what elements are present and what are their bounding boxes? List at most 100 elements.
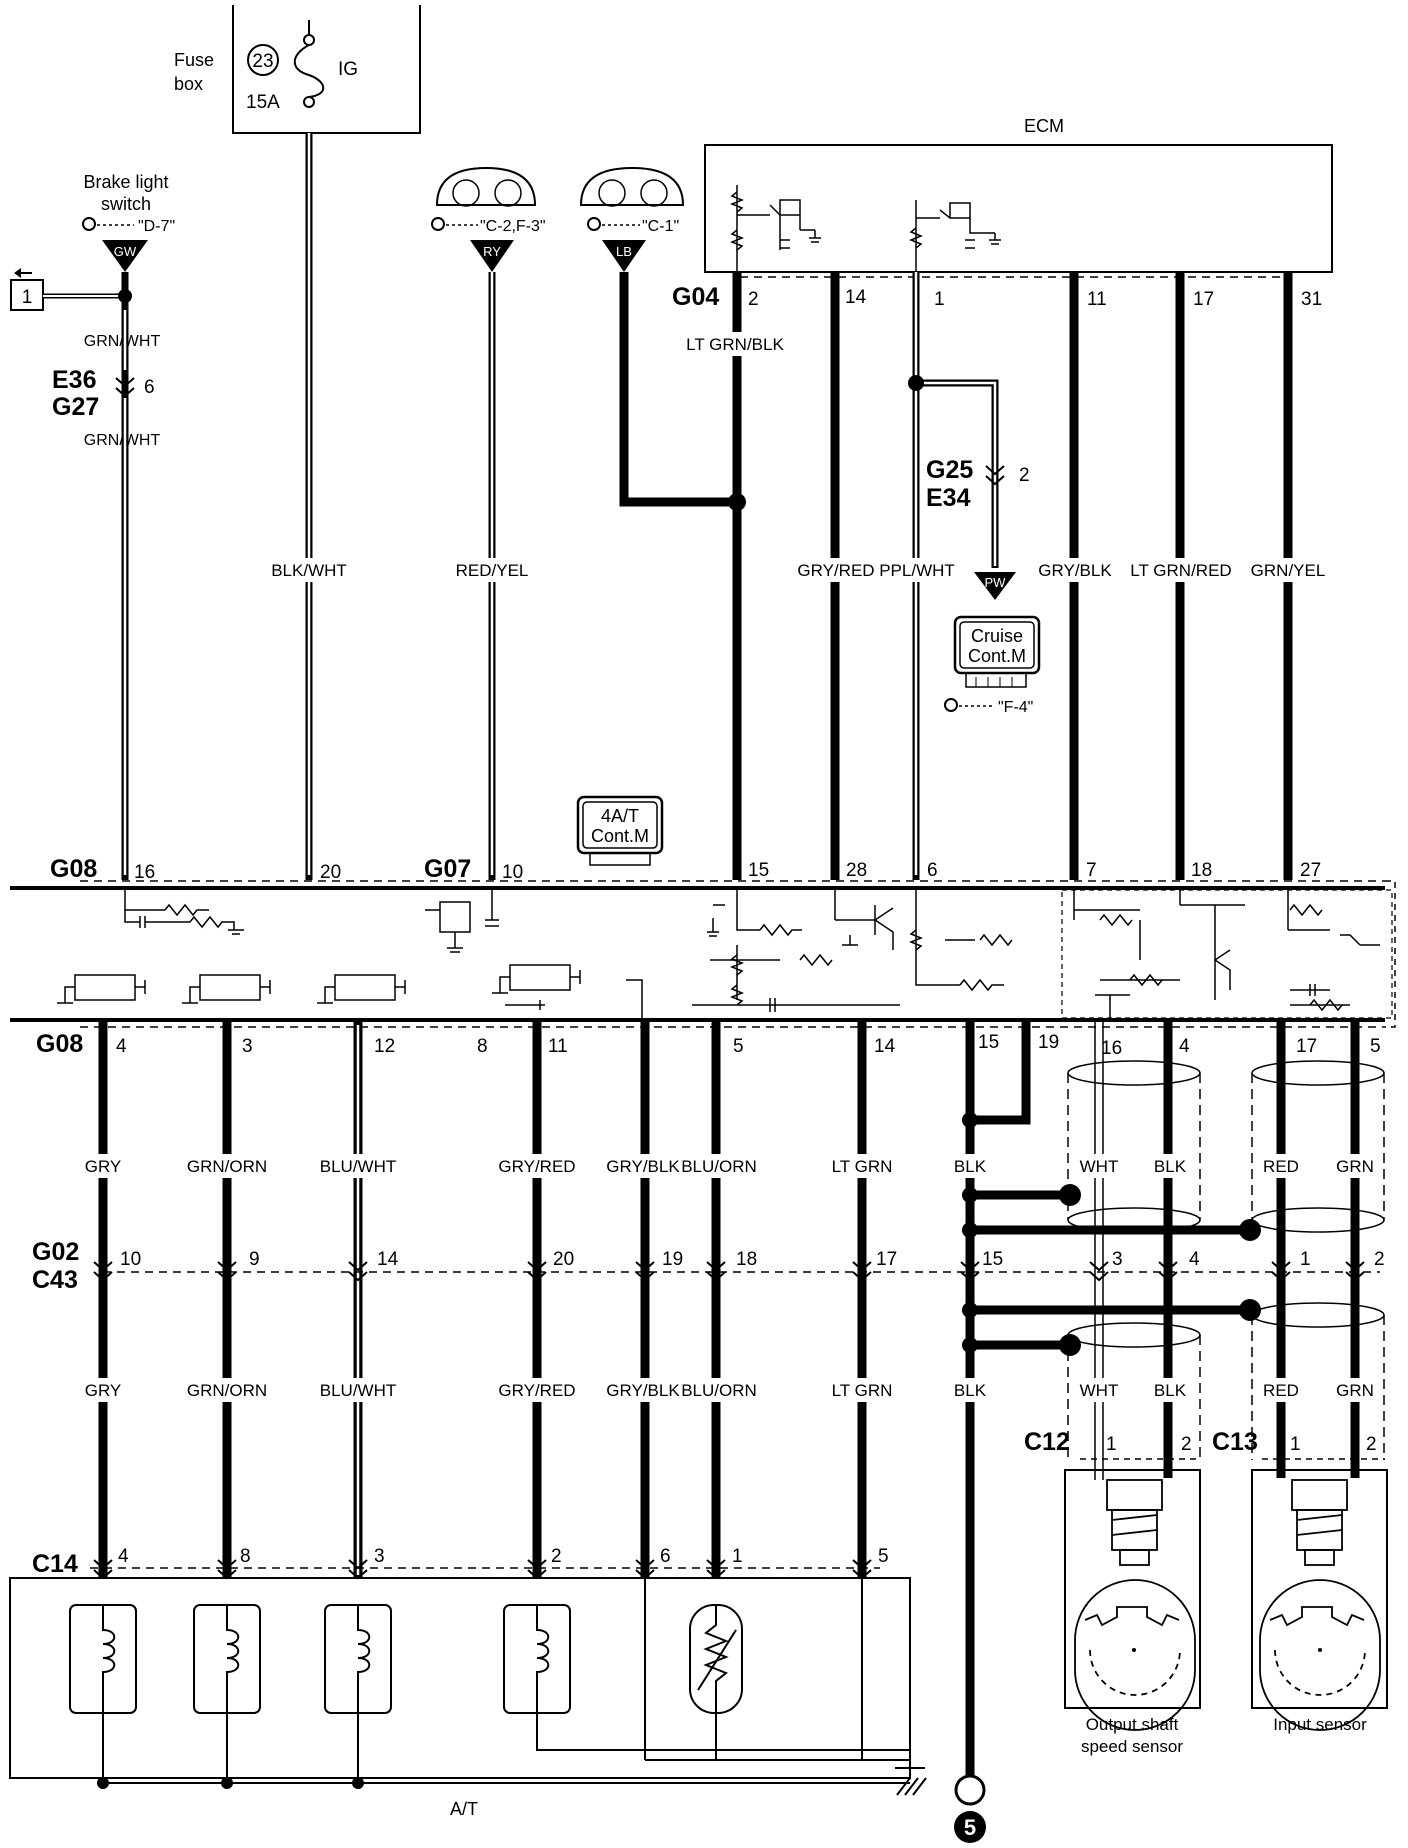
wire-label: GRN/YEL xyxy=(1251,561,1326,580)
input-sensor: C13 1 2 Input sensor xyxy=(1212,1428,1388,1734)
sensor-wire-label: BLK xyxy=(1154,1157,1187,1176)
cruise-label-2: Cont.M xyxy=(968,646,1026,666)
fuse-number-circle xyxy=(247,44,279,76)
connector-label: G02 xyxy=(32,1238,79,1266)
ecm-pin: 2 xyxy=(748,289,759,310)
gauge-cluster-icon xyxy=(579,166,685,206)
at-pin: 8 xyxy=(240,1546,251,1567)
wire-label: LT GRN/BLK xyxy=(686,335,784,354)
tcm-pin: 5 xyxy=(733,1036,744,1057)
wire-label: GRY/BLK xyxy=(1038,561,1112,580)
wire-label: GRY/BLK xyxy=(606,1157,680,1176)
sensor-wire-label: RED xyxy=(1263,1381,1299,1400)
tcm-pin: 4 xyxy=(116,1036,127,1057)
tcm-pin: 14 xyxy=(874,1036,896,1057)
joint-pin: 2 xyxy=(1374,1249,1385,1270)
wire-label: BLU/ORN xyxy=(681,1381,757,1400)
wire-label: GRN/ORN xyxy=(187,1157,267,1176)
upper-wires: G25 E34 2 PW BLK/WHT RED/YEL LT GRN/BLK … xyxy=(121,133,1326,880)
ecm-box: ECM G04 2 14 1 11 xyxy=(672,116,1333,311)
ecm-pin: 11 xyxy=(1087,289,1107,310)
terminal-icon xyxy=(102,240,148,272)
connector-label: G25 xyxy=(926,456,973,484)
connector-pin: 6 xyxy=(144,377,155,398)
driver-symbols xyxy=(57,964,643,1020)
reference-icon xyxy=(82,217,96,231)
wire-label: LT GRN xyxy=(832,1381,893,1400)
at-pin: 2 xyxy=(551,1546,562,1567)
sensor-pin: 2 xyxy=(1366,1434,1377,1455)
cruise-ref: "F-4" xyxy=(998,699,1033,716)
fuse-circuit: IG xyxy=(338,59,358,80)
tcm-symbol: 4A/T Cont.M xyxy=(576,795,664,866)
ecm-pin: 1 xyxy=(934,289,945,310)
brake-switch-label-1: Brake light xyxy=(83,172,168,192)
at-pin: 1 xyxy=(732,1546,743,1567)
sensor-pin: 1 xyxy=(1290,1434,1301,1455)
sensor-wire-label: WHT xyxy=(1080,1381,1119,1400)
ecm-label: ECM xyxy=(1024,116,1064,136)
at-connector-label: C14 xyxy=(32,1550,78,1578)
sensor-wire-label: GRN xyxy=(1336,1381,1374,1400)
tcm-pin: 17 xyxy=(1296,1036,1317,1057)
joint-pin: 20 xyxy=(553,1249,574,1270)
wire-label: GRN/ORN xyxy=(187,1381,267,1400)
tcm-connector-label: G08 xyxy=(50,855,97,883)
sensor-coil-icon xyxy=(1259,1479,1381,1731)
ground-terminal-icon xyxy=(954,1774,986,1806)
terminal-icon xyxy=(974,572,1016,600)
brake-switch-terminal: GW xyxy=(114,244,137,259)
ecm-pin: 14 xyxy=(845,287,867,308)
thermistor-icon xyxy=(644,1578,910,1761)
wire-label: PPL/WHT xyxy=(879,561,955,580)
tcm-pin: 11 xyxy=(548,1036,568,1057)
wire-label: LT GRN xyxy=(832,1157,893,1176)
wire-label: GRY xyxy=(85,1381,122,1400)
fuse-rating: 15A xyxy=(246,92,280,113)
sensor-wire-label: BLK xyxy=(1154,1381,1187,1400)
at-pin: 6 xyxy=(660,1546,671,1567)
joint-pin: 14 xyxy=(377,1249,399,1270)
tcm-internal-circuit xyxy=(124,888,1380,1020)
sensor-pin: 1 xyxy=(1106,1434,1117,1455)
tcm-pin: 27 xyxy=(1300,860,1321,881)
tcm-label-1: 4A/T xyxy=(601,806,639,826)
arrow-box-number: 1 xyxy=(22,287,33,308)
wire-label: BLU/WHT xyxy=(320,1157,397,1176)
tcm-body: G08 G07 16 20 10 15 28 6 7 18 27 G08 4 3… xyxy=(10,855,1396,1059)
tcm-connector-label: G07 xyxy=(424,855,471,883)
ecm-internal-circuit xyxy=(729,185,1001,272)
at-pin: 3 xyxy=(374,1546,385,1567)
combination-meter-right: "C-1" LB xyxy=(579,166,685,272)
tcm-pin: 4 xyxy=(1179,1036,1190,1057)
tcm-pin: 19 xyxy=(1038,1032,1059,1053)
wire-label: BLU/ORN xyxy=(681,1157,757,1176)
solenoid-icon xyxy=(69,1604,910,1783)
sensor-connector-label: C13 xyxy=(1212,1428,1258,1456)
sensor-label-2: speed sensor xyxy=(1081,1737,1183,1756)
wire-labels-row1: GRY GRN/ORN BLU/WHT GRY/RED GRY/BLK BLU/… xyxy=(80,1154,1377,1178)
wire-label: GRY/BLK xyxy=(606,1381,680,1400)
meter-ref: "C-1" xyxy=(642,218,679,235)
joint-pin: 3 xyxy=(1112,1249,1123,1270)
sensor-label: Input sensor xyxy=(1273,1715,1367,1734)
joint-pin: 9 xyxy=(249,1249,260,1270)
sensor-wire-label: WHT xyxy=(1080,1157,1119,1176)
tcm-pin: 5 xyxy=(1370,1036,1381,1057)
reference-icon xyxy=(944,698,958,712)
combination-meter-left: "C-2,F-3" RY xyxy=(431,166,546,272)
tcm-pin: 10 xyxy=(502,862,523,883)
joint-connector: G02 C43 10 9 14 20 19 18 17 15 3 4 1 2 xyxy=(32,1238,1385,1294)
ecm-pin: 17 xyxy=(1193,289,1214,310)
tcm-pin: 3 xyxy=(242,1036,253,1057)
ground-point: 5 xyxy=(954,1774,986,1843)
output-shaft-sensor: C12 1 2 Output shaft speed sensor xyxy=(1024,1428,1201,1756)
sensor-wire-label: GRN xyxy=(1336,1157,1374,1176)
terminal-icon xyxy=(470,240,514,272)
sensor-label-1: Output shaft xyxy=(1086,1715,1179,1734)
reference-icon xyxy=(431,217,445,231)
tcm-pin: 16 xyxy=(1101,1038,1122,1059)
ecm-pin: 31 xyxy=(1301,289,1322,310)
brake-switch-ref: "D-7" xyxy=(138,218,175,235)
tcm-connector-label: G08 xyxy=(36,1030,83,1058)
